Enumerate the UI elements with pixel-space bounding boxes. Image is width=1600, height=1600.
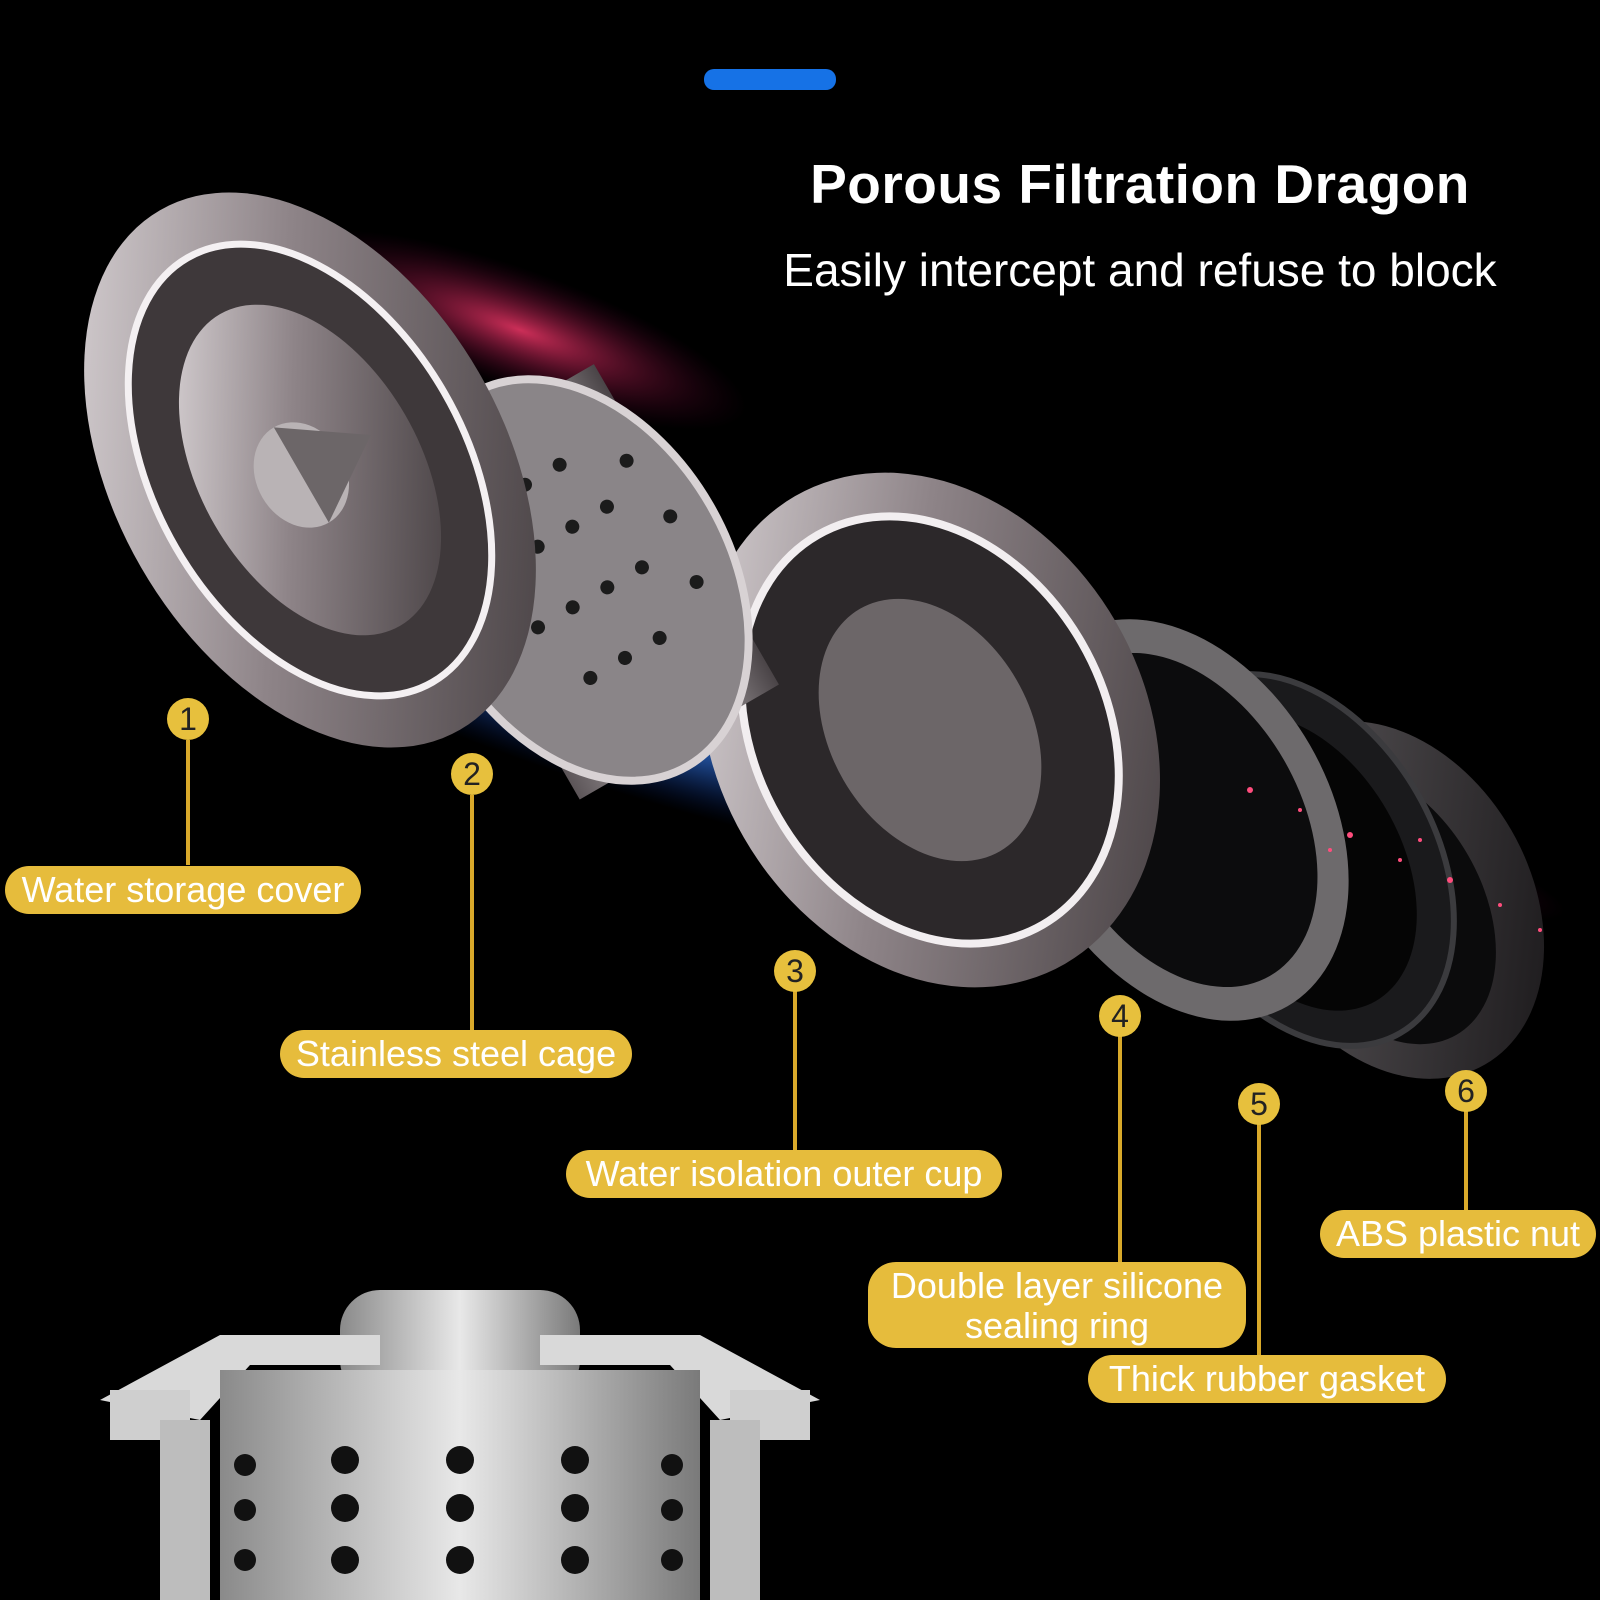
accent-bar <box>704 69 836 90</box>
part-number-badge: 1 <box>167 698 209 740</box>
part-label-water-isolation-outer-cup: Water isolation outer cup <box>566 1150 1002 1198</box>
leader-line-4 <box>1118 1035 1122 1265</box>
part-number-badge: 6 <box>1445 1070 1487 1112</box>
leader-line-2 <box>470 795 474 1030</box>
page-subtitle: Easily intercept and refuse to block <box>783 244 1497 296</box>
page-title: Porous Filtration Dragon <box>810 153 1470 215</box>
leader-line-5 <box>1257 1120 1261 1358</box>
part-number-badge: 2 <box>451 753 493 795</box>
part-label-double-layer-silicone-sealing-ring: Double layer silicone sealing ring <box>868 1262 1246 1348</box>
part-number-badge: 3 <box>774 950 816 992</box>
leader-line-1 <box>186 740 190 865</box>
part-label-thick-rubber-gasket: Thick rubber gasket <box>1088 1355 1446 1403</box>
leader-line-6 <box>1464 1110 1468 1210</box>
part-number-badge: 4 <box>1099 995 1141 1037</box>
part-number-badge: 5 <box>1238 1083 1280 1125</box>
leader-line-3 <box>793 990 797 1150</box>
part-label-water-storage-cover: Water storage cover <box>5 866 361 914</box>
part-label-abs-plastic-nut: ABS plastic nut <box>1320 1210 1596 1258</box>
part-label-stainless-steel-cage: Stainless steel cage <box>280 1030 632 1078</box>
